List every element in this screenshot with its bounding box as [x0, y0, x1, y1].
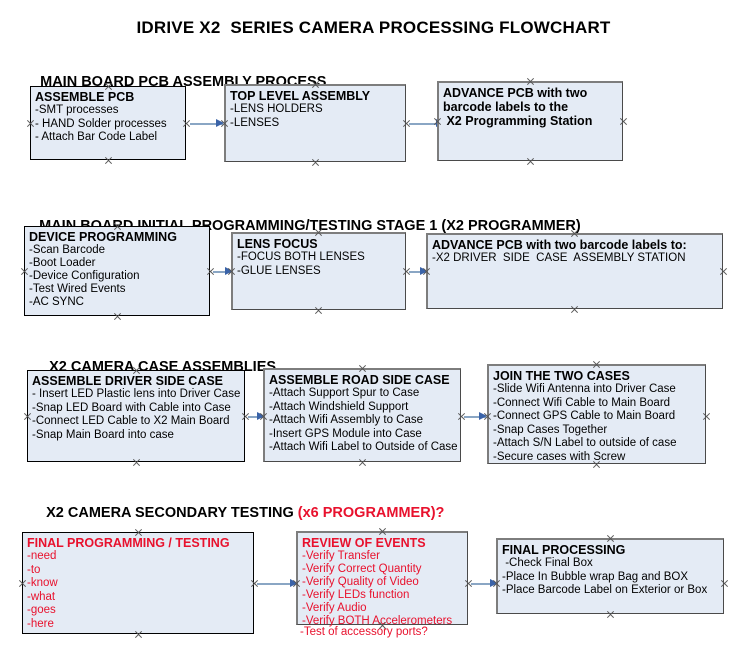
box-title: JOIN THE TWO CASES [493, 369, 630, 383]
box-advance-pcb-driver-side[interactable]: ADVANCE PCB with two barcode labels to: … [426, 233, 723, 309]
box-title: FINAL PROGRAMMING / TESTING [27, 536, 230, 550]
box-lens-focus[interactable]: LENS FOCUS -FOCUS BOTH LENSES -GLUE LENS… [231, 232, 406, 310]
box-overflow-line: -Test of accessory ports? [300, 626, 428, 638]
arrow-shaft [248, 415, 264, 418]
box-line: -Device Configuration [29, 270, 140, 282]
box-line: -Boot Loader [29, 257, 96, 269]
box-title: LENS FOCUS [237, 237, 318, 251]
box-line: -LENS HOLDERS [230, 103, 323, 115]
arrow-head [225, 266, 233, 275]
box-final-processing[interactable]: FINAL PROCESSING -Check Final Box -Place… [496, 538, 724, 614]
arrow-shaft [257, 582, 297, 585]
section-heading-4-accent: (x6 PROGRAMMER)? [297, 505, 445, 521]
box-top-level-assembly[interactable]: TOP LEVEL ASSEMBLY -LENS HOLDERS -LENSES [224, 84, 406, 162]
box-line: - Insert LED Plastic lens into Driver Ca… [32, 388, 241, 400]
box-title: DEVICE PROGRAMMING [29, 230, 177, 244]
page-title: IDRIVE X2 SERIES CAMERA PROCESSING FLOWC… [136, 18, 611, 37]
arrow-connector [409, 266, 428, 276]
box-line: -SMT processes [35, 104, 119, 116]
box-line: X2 Programming Station [443, 114, 593, 128]
section-heading-4-text: X2 CAMERA SECONDARY TESTING [46, 505, 298, 521]
box-title: ADVANCE PCB with two barcode labels to: [432, 238, 687, 252]
box-line: -Secure cases with Screw [493, 450, 626, 463]
box-line: -Attach Wifi Assembly to Case [269, 414, 424, 426]
box-join-the-two-cases[interactable]: JOIN THE TWO CASES -Slide Wifi Antenna i… [487, 364, 706, 464]
box-review-of-events[interactable]: REVIEW OF EVENTS -Verify Transfer -Verif… [296, 531, 468, 627]
box-line: -Slide Wifi Antenna into Driver Case [493, 383, 676, 395]
box-assemble-driver-side-case[interactable]: ASSEMBLE DRIVER SIDE CASE - Insert LED P… [27, 370, 245, 462]
box-line: -Connect GPS Cable to Main Board [493, 410, 676, 422]
arrow-shaft [471, 582, 497, 585]
arrow-head [420, 266, 428, 275]
box-title: ASSEMBLE DRIVER SIDE CASE [32, 374, 224, 388]
box-line: -what [27, 590, 56, 603]
box-line: -Test Wired Events [29, 283, 126, 295]
arrow-head [490, 578, 498, 587]
box-title: ASSEMBLE ROAD SIDE CASE [269, 373, 450, 387]
box-line: -know [27, 577, 58, 589]
arrow-shaft [409, 122, 443, 125]
arrow-connector [471, 578, 498, 588]
box-line: -Connect LED Cable to X2 Main Board [32, 415, 230, 427]
box-line: -Place In Bubble wrap Bag and BOX [502, 570, 689, 583]
arrow-shaft [409, 270, 427, 273]
arrow-head [216, 118, 224, 127]
arrow-head [479, 411, 487, 420]
box-title: REVIEW OF EVENTS [302, 536, 426, 550]
box-line: - Attach Bar Code Label [35, 131, 158, 143]
box-title: ADVANCE PCB with two [443, 86, 588, 100]
box-line: -Attach Wifi Label to Outside of Case [269, 441, 458, 453]
box-line: -Connect Wifi Cable to Main Board [493, 396, 671, 409]
box-line: -GLUE LENSES [237, 264, 321, 277]
box-line: -Snap Cases Together [493, 423, 608, 436]
box-line: -Attach Support Spur to Case [269, 387, 420, 399]
box-line: -FOCUS BOTH LENSES [237, 251, 365, 263]
box-line: -LENSES [230, 116, 280, 129]
arrow-shaft [190, 122, 223, 125]
box-line: -Verify BOTH Accelerometers [302, 615, 453, 627]
arrow-shaft [464, 415, 486, 418]
box-line: -Attach Windshield Support [269, 400, 409, 413]
box-line: -Scan Barcode [29, 244, 106, 256]
box-line: -AC SYNC [29, 296, 84, 308]
box-assemble-road-side-case[interactable]: ASSEMBLE ROAD SIDE CASE -Attach Support … [263, 368, 461, 462]
box-title: FINAL PROCESSING [502, 543, 626, 557]
arrow-connector [190, 118, 224, 128]
box-device-programming[interactable]: DEVICE PROGRAMMING -Scan Barcode -Boot L… [24, 226, 210, 316]
arrow-connector [248, 411, 265, 421]
box-line: -Verify Correct Quantity [302, 563, 422, 575]
box-line: -Attach S/N Label to outside of case [493, 437, 677, 449]
box-line: -Verify Audio [302, 602, 367, 614]
box-line: -Insert GPS Module into Case [269, 427, 422, 440]
box-line: -X2 DRIVER SIDE CASE ASSEMBLY STATION [432, 252, 686, 264]
arrow-head [290, 578, 298, 587]
box-line: -Verify LEDs function [302, 589, 410, 601]
box-line: -Check Final Box [502, 557, 593, 569]
box-title: TOP LEVEL ASSEMBLY [230, 89, 371, 103]
box-line: barcode labels to the [443, 100, 569, 114]
arrow-connector [213, 266, 233, 276]
arrow-connector [257, 578, 298, 588]
box-line: -Snap Main Board into case [32, 428, 174, 441]
box-line: -need [27, 550, 57, 562]
box-line: -Verify Quality of Video [302, 576, 419, 588]
box-line: -here [27, 617, 54, 630]
arrow-shaft [213, 270, 232, 273]
box-advance-pcb-programming-station[interactable]: ADVANCE PCB with two barcode labels to t… [437, 81, 623, 161]
box-title: ASSEMBLE PCB [35, 90, 135, 104]
arrow-head [257, 411, 265, 420]
box-line: -Verify Transfer [302, 550, 380, 562]
box-line: - HAND Solder processes [35, 117, 167, 130]
box-assemble-pcb[interactable]: ASSEMBLE PCB -SMT processes - HAND Solde… [30, 86, 186, 160]
box-line: -goes [27, 604, 56, 616]
arrow-connector [464, 411, 487, 421]
box-line: -to [27, 563, 41, 576]
box-final-programming-testing[interactable]: FINAL PROGRAMMING / TESTING -need -to -k… [22, 532, 254, 634]
box-line: -Snap LED Board with Cable into Case [32, 401, 231, 414]
box-line: -Place Barcode Label on Exterior or Box [502, 584, 708, 596]
section-heading-4: X2 CAMERA SECONDARY TESTING (x6 PROGRAMM… [30, 489, 444, 537]
